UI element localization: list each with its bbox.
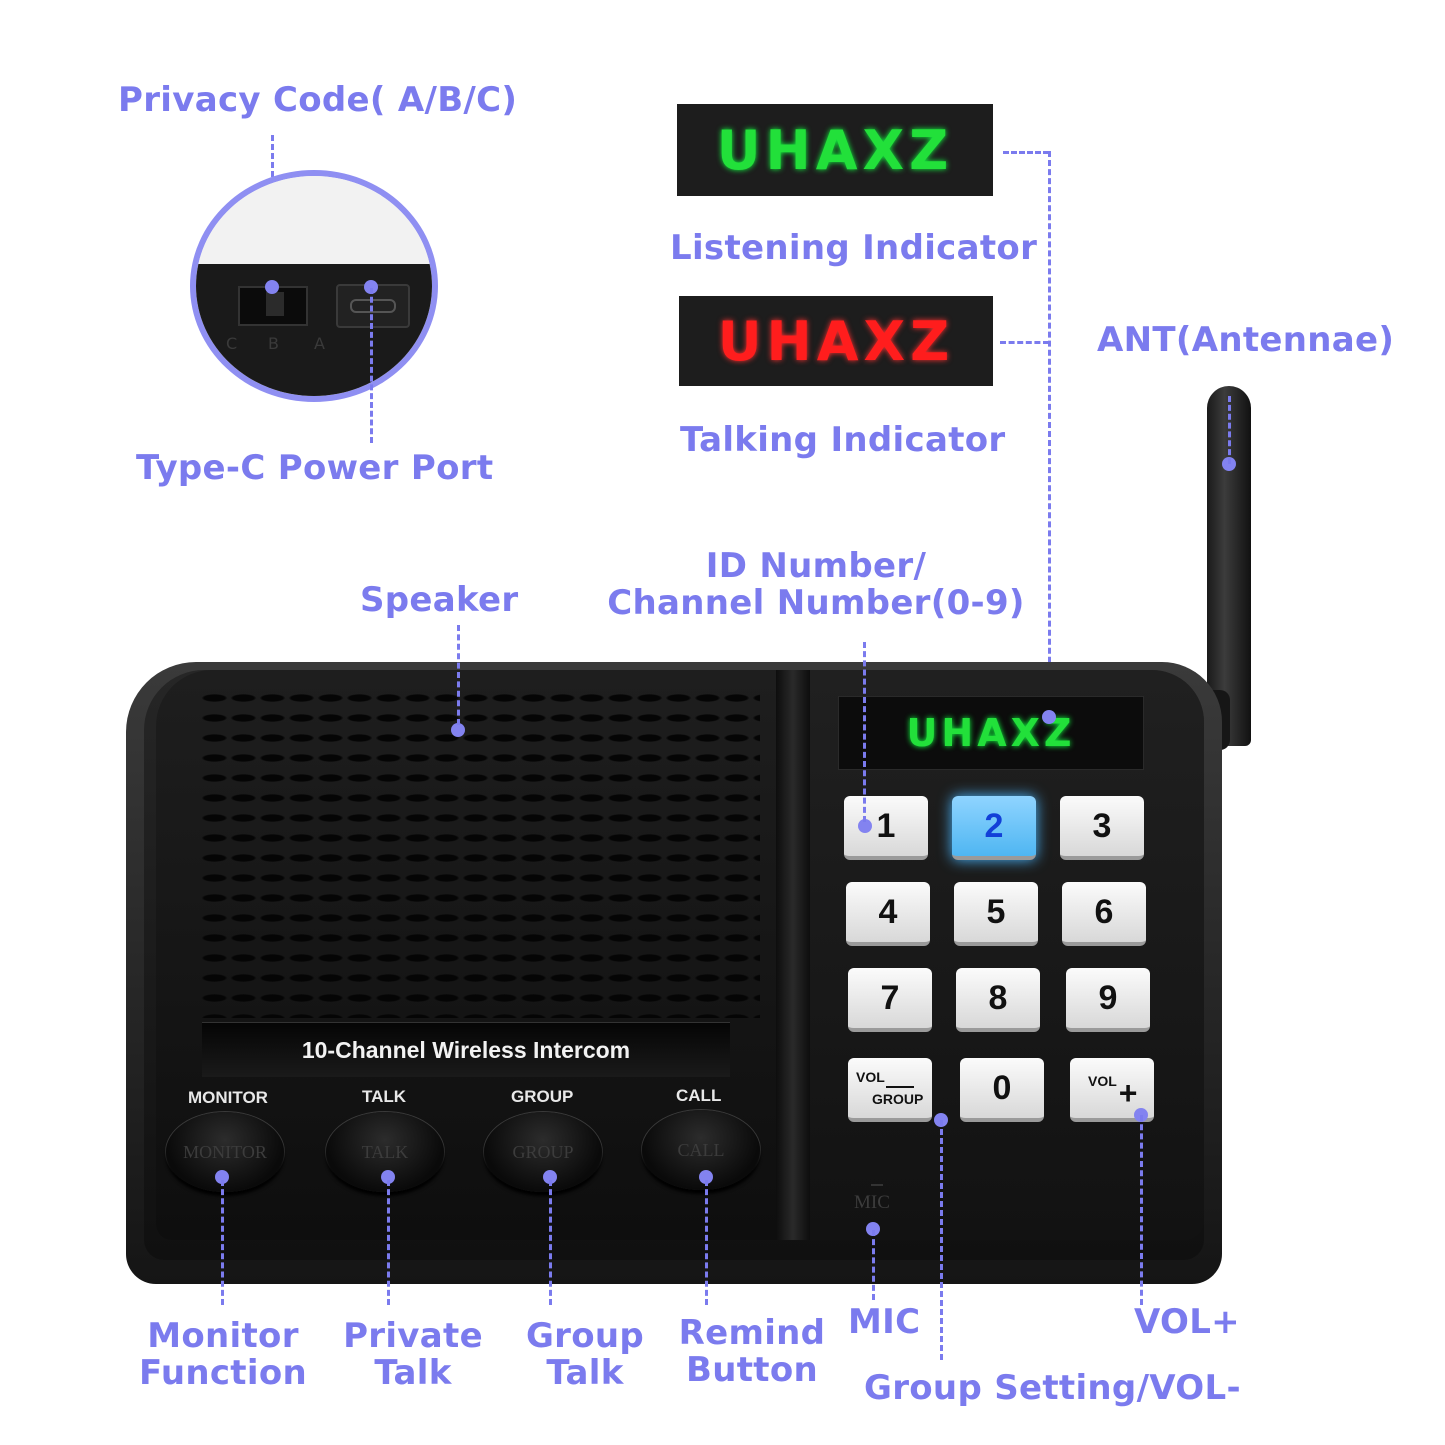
mic-marker bbox=[871, 1184, 883, 1186]
name-strip-text: 10-Channel Wireless Intercom bbox=[301, 1036, 631, 1063]
group-talk-line2: Talk bbox=[546, 1353, 624, 1393]
group-leader bbox=[549, 1180, 552, 1305]
call-leader bbox=[705, 1180, 708, 1305]
call-button-label: CALL bbox=[677, 1139, 725, 1160]
call-button[interactable]: CALL bbox=[642, 1110, 760, 1190]
vol-minus-leader bbox=[940, 1120, 943, 1360]
led-display: UHAXZ bbox=[838, 696, 1144, 770]
switch-position-b: B bbox=[268, 334, 279, 353]
speaker-label: Speaker bbox=[360, 580, 519, 620]
indicator-leader-v bbox=[1048, 151, 1051, 717]
privacy-code-label: Privacy Code( A/B/C) bbox=[118, 80, 518, 120]
monitor-function-label: Monitor Function bbox=[138, 1318, 308, 1392]
led-dot bbox=[1042, 710, 1056, 724]
key-vol-plus[interactable]: VOL + bbox=[1070, 1058, 1154, 1122]
key-9[interactable]: 9 bbox=[1066, 968, 1150, 1032]
monitor-leader bbox=[221, 1180, 224, 1305]
monitor-function-line1: Monitor bbox=[147, 1316, 299, 1356]
private-talk-line1: Private bbox=[343, 1316, 483, 1356]
key-3[interactable]: 3 bbox=[1060, 796, 1144, 860]
type-c-port[interactable] bbox=[336, 284, 410, 328]
listening-indicator-sign: UHAXZ bbox=[677, 104, 993, 196]
antenna-leader bbox=[1228, 396, 1231, 464]
key-8[interactable]: 8 bbox=[956, 968, 1040, 1032]
side-panel-callout: C B A bbox=[190, 170, 438, 402]
listening-leader-h bbox=[1003, 151, 1049, 154]
antenna-dot bbox=[1222, 457, 1236, 471]
key-vol-plus-symbol: + bbox=[1118, 1074, 1138, 1111]
monitor-top-label: MONITOR bbox=[188, 1088, 268, 1107]
talk-button-label: TALK bbox=[361, 1141, 409, 1162]
remind-button-line2: Button bbox=[686, 1350, 818, 1390]
privacy-switch[interactable] bbox=[238, 286, 308, 326]
talk-top-label: TALK bbox=[362, 1087, 407, 1106]
key-4[interactable]: 4 bbox=[846, 882, 930, 946]
speaker-dot bbox=[451, 723, 465, 737]
key-2[interactable]: 2 bbox=[952, 796, 1036, 860]
vol-plus-leader bbox=[1140, 1115, 1143, 1305]
mic-device-label: MIC bbox=[854, 1192, 890, 1213]
id-number-leader bbox=[863, 642, 866, 822]
private-talk-label: Private Talk bbox=[338, 1318, 488, 1392]
group-top-label: GROUP bbox=[511, 1087, 574, 1106]
group-talk-label: Group Talk bbox=[515, 1318, 655, 1392]
key-6[interactable]: 6 bbox=[1062, 882, 1146, 946]
key-1[interactable]: 1 bbox=[844, 796, 928, 860]
mic-leader bbox=[872, 1230, 875, 1300]
talking-leader-h bbox=[1000, 341, 1049, 344]
talking-brand-text: UHAXZ bbox=[717, 309, 955, 373]
call-top-label: CALL bbox=[676, 1086, 722, 1105]
name-strip: 10-Channel Wireless Intercom bbox=[202, 1022, 730, 1077]
panel-divider bbox=[776, 670, 810, 1240]
key-5[interactable]: 5 bbox=[954, 882, 1038, 946]
group-setting-label: Group Setting/VOL- bbox=[864, 1368, 1241, 1408]
speaker-panel bbox=[156, 670, 776, 1240]
key-1-dot bbox=[858, 819, 872, 833]
switch-position-c: C bbox=[226, 334, 238, 353]
type-c-dot bbox=[364, 280, 378, 294]
monitor-dot bbox=[215, 1170, 229, 1184]
vol-plus-label: VOL+ bbox=[1134, 1302, 1240, 1342]
mic-dot bbox=[866, 1222, 880, 1236]
switch-position-a: A bbox=[314, 334, 325, 353]
monitor-button-label: MONITOR bbox=[183, 1141, 267, 1162]
antenna-label: ANT(Antennae) bbox=[1097, 320, 1395, 360]
remind-button-label: Remind Button bbox=[674, 1315, 830, 1389]
talk-leader bbox=[387, 1180, 390, 1305]
private-talk-line2: Talk bbox=[374, 1353, 452, 1393]
id-number-line1: ID Number/ bbox=[705, 546, 927, 586]
speaker-grille bbox=[200, 688, 760, 1018]
mic-label: MIC bbox=[848, 1302, 921, 1342]
remind-button-line1: Remind bbox=[678, 1313, 826, 1353]
talking-indicator-sign: UHAXZ bbox=[679, 296, 993, 386]
id-number-label: ID Number/ Channel Number(0-9) bbox=[606, 548, 1026, 622]
type-c-leader bbox=[370, 288, 373, 443]
key-vol-minus-bottom: GROUP bbox=[872, 1091, 924, 1107]
key-7[interactable]: 7 bbox=[848, 968, 932, 1032]
key-vol-plus-top: VOL bbox=[1088, 1073, 1117, 1089]
privacy-code-dot bbox=[265, 280, 279, 294]
listening-brand-text: UHAXZ bbox=[716, 118, 954, 182]
speaker-leader bbox=[457, 625, 460, 725]
monitor-function-line2: Function bbox=[139, 1353, 307, 1393]
key-0[interactable]: 0 bbox=[960, 1058, 1044, 1122]
group-dot bbox=[543, 1170, 557, 1184]
intercom-device: 10-Channel Wireless Intercom MONITOR TAL… bbox=[126, 662, 1222, 1284]
listening-indicator-label: Listening Indicator bbox=[670, 228, 1038, 268]
key-vol-minus-top: VOL bbox=[856, 1069, 885, 1085]
call-dot bbox=[699, 1170, 713, 1184]
group-button-label: GROUP bbox=[512, 1141, 574, 1162]
talking-indicator-label: Talking Indicator bbox=[680, 420, 1006, 460]
key-vol-minus-bar bbox=[886, 1086, 914, 1088]
id-number-line2: Channel Number(0-9) bbox=[607, 583, 1025, 623]
key-vol-minus-group[interactable]: VOL GROUP bbox=[848, 1058, 932, 1122]
talk-dot bbox=[381, 1170, 395, 1184]
group-talk-line1: Group bbox=[525, 1316, 645, 1356]
type-c-label: Type-C Power Port bbox=[136, 448, 494, 488]
